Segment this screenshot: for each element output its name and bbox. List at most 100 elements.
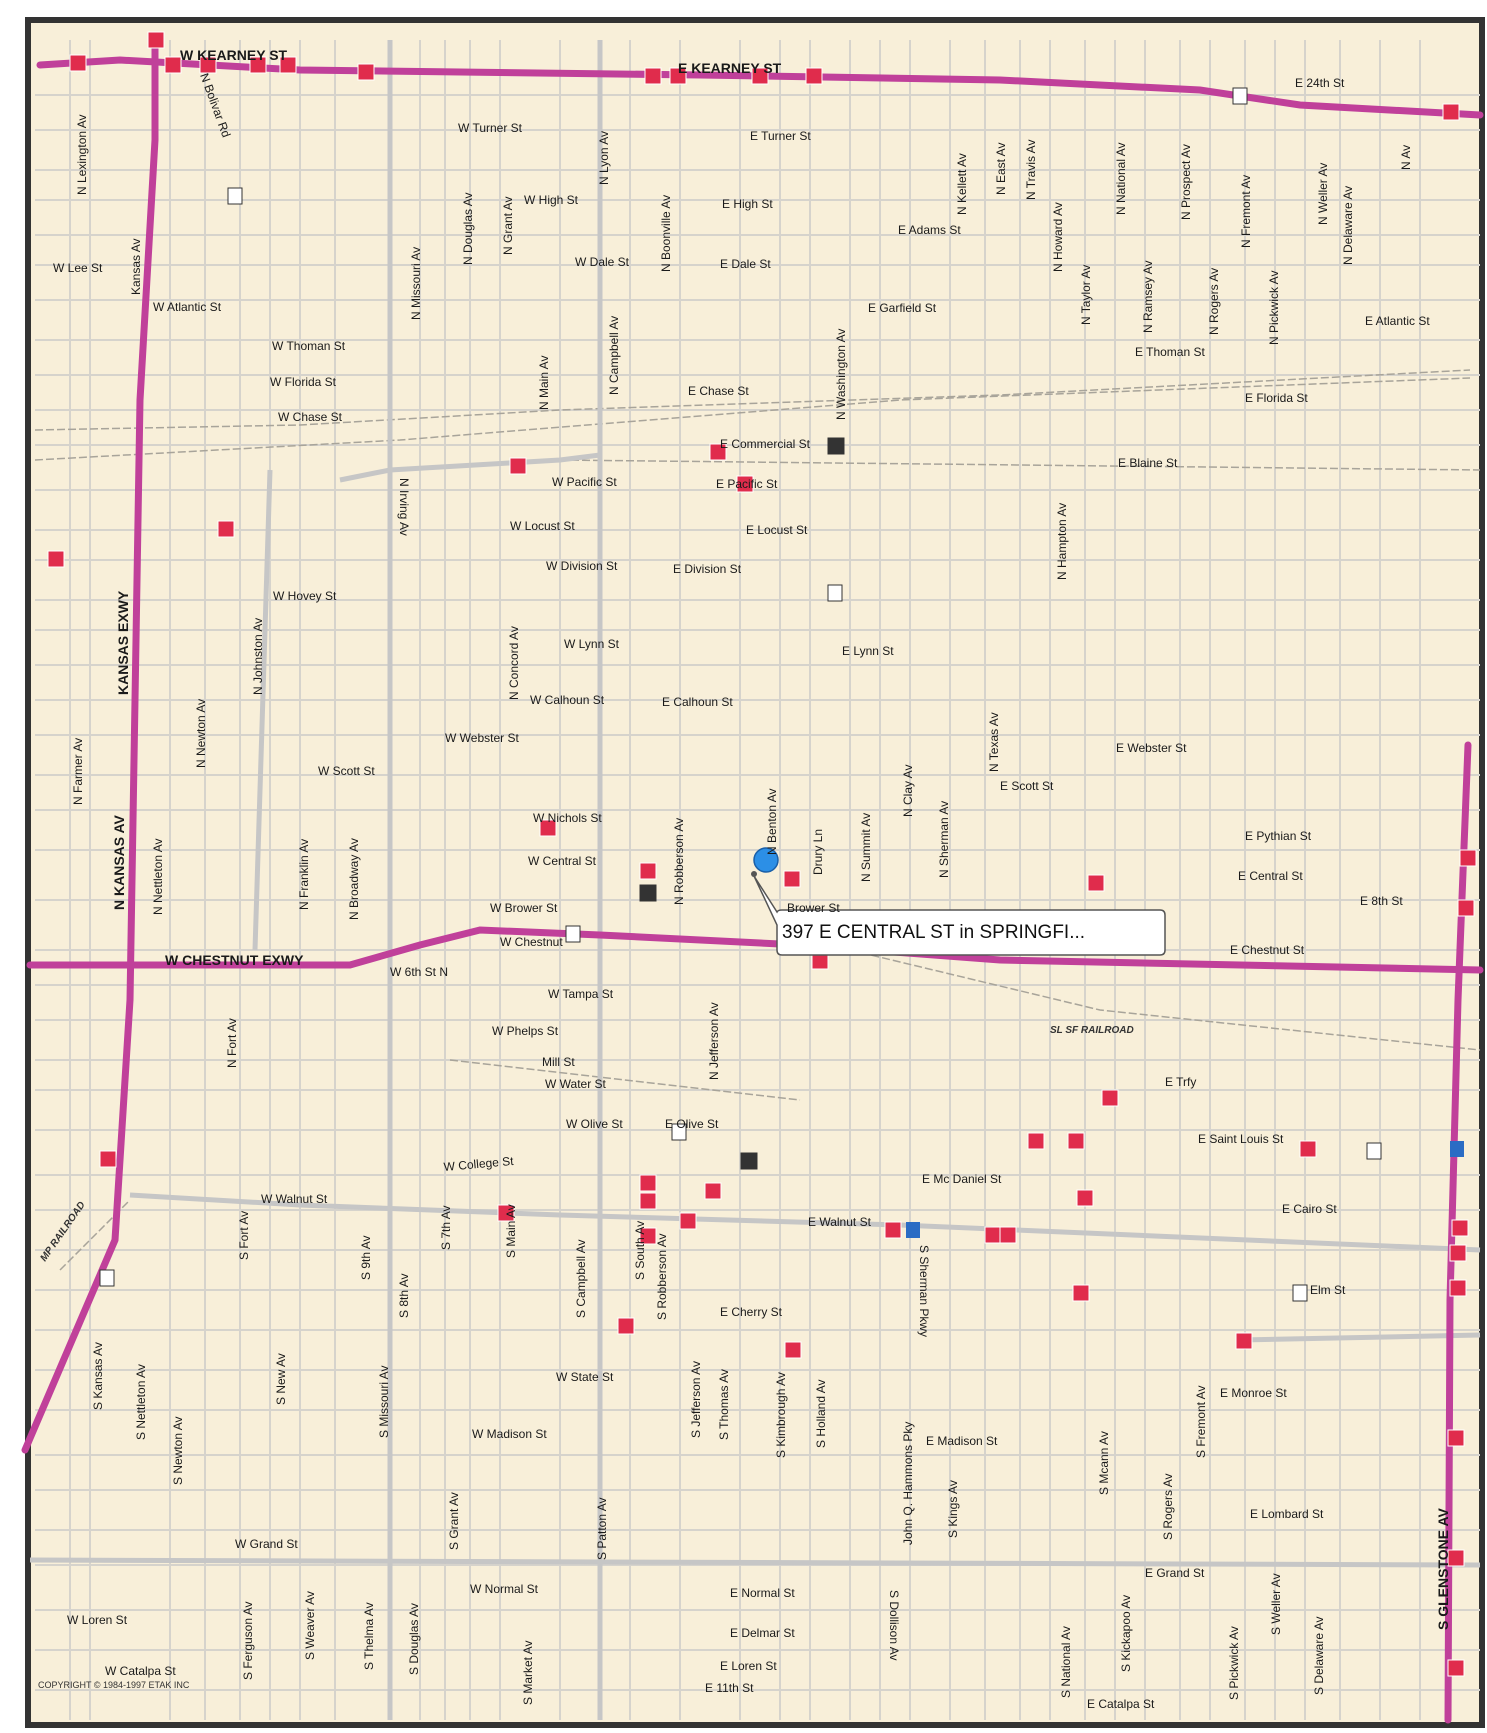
street-label: W Chestnut xyxy=(500,935,563,949)
street-label: E Dale St xyxy=(720,257,771,271)
street-label: E Walnut St xyxy=(808,1215,872,1229)
street-label: S Rogers Av xyxy=(1161,1474,1175,1540)
street-label: N Johnston Av xyxy=(251,618,265,695)
street-label: S Patton Av xyxy=(595,1498,609,1561)
street-label: W Nichols St xyxy=(533,811,602,825)
road-label: S GLENSTONE AV xyxy=(1435,1507,1451,1630)
street-label: N Delaware Av xyxy=(1341,186,1355,265)
street-label: E Locust St xyxy=(746,523,808,537)
callout-bubble xyxy=(753,875,1166,956)
street-label: S Newton Av xyxy=(171,1417,185,1485)
street-label: E Atlantic St xyxy=(1365,314,1430,328)
street-label: N Washington Av xyxy=(834,329,848,420)
street-label: E Florida St xyxy=(1245,391,1308,405)
street-label: S South Av xyxy=(633,1221,647,1280)
street-label: N Howard Av xyxy=(1051,202,1065,272)
street-label: N Lexington Av xyxy=(75,114,89,195)
street-label: S Sherman Pkwy xyxy=(917,1245,931,1337)
street-label: S Main Av xyxy=(504,1204,518,1258)
street-label: W Grand St xyxy=(235,1537,298,1551)
road-label: KANSAS EXWY xyxy=(115,590,131,695)
street-label: E 11th St xyxy=(705,1681,754,1695)
street-label: E 8th St xyxy=(1360,894,1403,908)
street-label: E Commercial St xyxy=(720,437,811,451)
street-label: W Thoman St xyxy=(272,339,346,353)
street-label: S Dollison Av xyxy=(887,1590,901,1660)
street-label: E Pythian St xyxy=(1245,829,1312,843)
road-label: N KANSAS AV xyxy=(111,814,127,910)
street-label: E Webster St xyxy=(1116,741,1187,755)
street-label: Brower St xyxy=(787,901,840,915)
street-label: W Central St xyxy=(528,854,597,868)
street-labels: E 24th St W Turner St E Turner St N Lexi… xyxy=(38,71,1430,1711)
railroads xyxy=(34,369,1481,1271)
street-label: W Normal St xyxy=(470,1582,539,1596)
street-label: E Lombard St xyxy=(1250,1507,1324,1521)
road-label: W CHESTNUT EXWY xyxy=(165,952,304,968)
street-label: E Central St xyxy=(1238,869,1303,883)
street-label: E Scott St xyxy=(1000,779,1054,793)
street-label: S Robberson Av xyxy=(655,1233,669,1320)
street-label: N Summit Av xyxy=(859,813,873,882)
location-marker[interactable] xyxy=(751,847,779,877)
street-label: E Trfy xyxy=(1165,1075,1196,1089)
street-label: E Thoman St xyxy=(1135,345,1205,359)
street-label: W Catalpa St xyxy=(105,1664,176,1678)
minor-streets xyxy=(69,40,1421,1720)
street-label: N Main Av xyxy=(537,356,551,410)
street-label: S 9th Av xyxy=(359,1236,373,1280)
street-label: W State St xyxy=(556,1370,614,1384)
street-label: N Pickwick Av xyxy=(1267,271,1281,345)
callout-label: 397 E CENTRAL ST in SPRINGFI... xyxy=(782,922,1085,943)
street-label: N Irving Av xyxy=(397,478,411,536)
street-label: E Monroe St xyxy=(1220,1386,1287,1400)
street-label: N Clay Av xyxy=(901,765,915,817)
street-label: S Delaware Av xyxy=(1312,1617,1326,1696)
street-label: E Lynn St xyxy=(842,644,894,658)
street-label: John Q. Hammons Pky xyxy=(901,1422,915,1545)
street-label: N Sherman Av xyxy=(937,801,951,878)
street-label: E High St xyxy=(722,197,773,211)
street-label: E Chestnut St xyxy=(1230,943,1305,957)
street-label: W High St xyxy=(524,193,579,207)
street-label: W Loren St xyxy=(67,1613,128,1627)
street-label: N Av xyxy=(1399,145,1413,170)
street-label: E Normal St xyxy=(730,1586,795,1600)
street-label: E 24th St xyxy=(1295,76,1345,90)
street-label: S Weller Av xyxy=(1269,1573,1283,1635)
street-label: S Thelma Av xyxy=(362,1602,376,1670)
street-label: N Hampton Av xyxy=(1055,503,1069,580)
street-label: S Ferguson Av xyxy=(241,1602,255,1681)
street-label: N Grant Av xyxy=(501,197,515,255)
street-label: W Florida St xyxy=(270,375,337,389)
street-label: S Market Av xyxy=(521,1641,535,1705)
location-pin-icon[interactable] xyxy=(753,847,779,873)
street-label: E Chase St xyxy=(688,384,749,398)
street-label: N Robberson Av xyxy=(672,818,686,905)
street-label: S National Av xyxy=(1059,1626,1073,1698)
street-label: S Mcann Av xyxy=(1097,1431,1111,1495)
street-label: S Grant Av xyxy=(447,1492,461,1550)
address-callout[interactable]: 397 E CENTRAL ST in SPRINGFI... xyxy=(753,875,1166,956)
street-label: E Garfield St xyxy=(868,301,937,315)
street-label: N Douglas Av xyxy=(461,193,475,266)
street-label: W Lee St xyxy=(53,261,103,275)
street-label: E Calhoun St xyxy=(662,695,733,709)
street-label: S 7th Av xyxy=(439,1206,453,1250)
street-label: E Olive St xyxy=(665,1117,719,1131)
street-label: S Jefferson Av xyxy=(689,1361,703,1438)
street-label: W 6th St N xyxy=(390,965,448,979)
street-label: W Brower St xyxy=(490,901,558,915)
street-label: W Division St xyxy=(546,559,618,573)
railroad-label: SL SF RAILROAD xyxy=(1050,1025,1134,1036)
street-label: S Thomas Av xyxy=(717,1369,731,1440)
copyright-notice: COPYRIGHT © 1984-1997 ETAK INC xyxy=(38,1680,190,1690)
street-label: Elm St xyxy=(1310,1283,1346,1297)
street-label: Mill St xyxy=(542,1055,575,1069)
highway-labels: W KEARNEY ST E KEARNEY ST KANSAS EXWY N … xyxy=(111,47,1451,1630)
street-label: S Missouri Av xyxy=(377,1366,391,1438)
street-label: W Tampa St xyxy=(548,987,614,1001)
poi-markers xyxy=(47,31,1477,1677)
street-label: N Ramsey Av xyxy=(1141,261,1155,333)
